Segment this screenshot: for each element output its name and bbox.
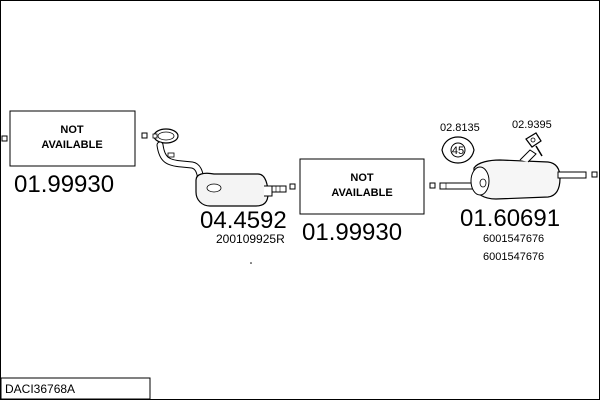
part-4-oem-1: 6001547676 bbox=[483, 233, 544, 245]
part-3-status-line2: AVAILABLE bbox=[331, 187, 392, 199]
reference-box: DACI36768A bbox=[0, 377, 151, 400]
part-1-not-available-box bbox=[9, 110, 136, 167]
part-1-group[interactable]: NOT AVAILABLE 01.99930 bbox=[1, 110, 148, 198]
rubber-mount-icon: 45 bbox=[441, 136, 475, 164]
hanger-icon bbox=[525, 132, 543, 157]
part-2-connector-right bbox=[289, 183, 296, 190]
rear-silencer-icon bbox=[439, 149, 587, 200]
part-4-group[interactable]: 01.60691 6001547676 6001547676 bbox=[439, 149, 598, 263]
part-3-not-available-box bbox=[299, 158, 425, 215]
accessory-2-group[interactable]: 02.9395 bbox=[512, 119, 552, 157]
part-4-connector-right bbox=[591, 171, 598, 178]
accessory-2-number: 02.9395 bbox=[512, 119, 552, 131]
part-1-number: 01.99930 bbox=[14, 171, 114, 198]
catalytic-converter-icon bbox=[195, 172, 287, 207]
part-1-status-line1: NOT bbox=[60, 124, 84, 136]
part-3-connector-right bbox=[429, 182, 436, 189]
part-4-oem-2: 6001547676 bbox=[483, 251, 544, 263]
clamp-icon bbox=[152, 128, 179, 144]
part-2-number: 04.4592 bbox=[200, 207, 287, 234]
part-2-oem: 200109925R bbox=[216, 232, 285, 246]
accessory-1-label: 45 bbox=[452, 145, 464, 157]
part-1-connector-left bbox=[1, 135, 8, 142]
reference-code: DACI36768A bbox=[5, 382, 75, 396]
part-2-dot bbox=[250, 262, 252, 264]
part-1-connector-right bbox=[141, 132, 148, 139]
part-2-group[interactable]: 04.4592 200109925R bbox=[152, 128, 296, 264]
part-3-group[interactable]: NOT AVAILABLE 01.99930 bbox=[299, 158, 436, 246]
part-3-status-line1: NOT bbox=[350, 172, 374, 184]
part-3-number: 01.99930 bbox=[302, 219, 402, 246]
accessory-1-number: 02.8135 bbox=[440, 122, 480, 134]
accessory-1-group[interactable]: 02.8135 45 bbox=[440, 122, 480, 164]
part-4-number: 01.60691 bbox=[460, 205, 560, 232]
part-1-status-line2: AVAILABLE bbox=[41, 139, 102, 151]
